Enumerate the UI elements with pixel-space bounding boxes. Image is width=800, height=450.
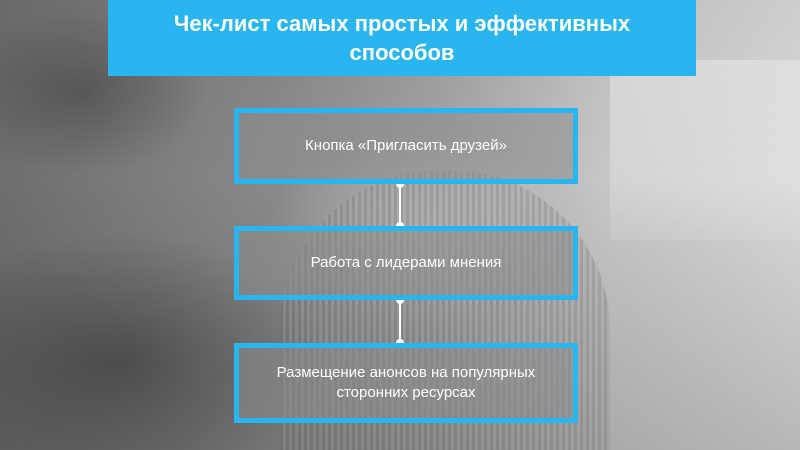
step-box-2: Работа с лидерами мнения bbox=[234, 226, 578, 300]
step-label-1: Кнопка «Пригласить друзей» bbox=[295, 136, 517, 156]
connector-line-2 bbox=[399, 300, 401, 343]
title-bar: Чек-лист самых простых и эффективных спо… bbox=[108, 0, 696, 76]
step-box-1: Кнопка «Пригласить друзей» bbox=[234, 108, 578, 184]
page-title: Чек-лист самых простых и эффективных спо… bbox=[122, 9, 682, 67]
connector-line-1 bbox=[399, 184, 401, 226]
step-label-2: Работа с лидерами мнения bbox=[301, 253, 512, 273]
step-label-3: Размещение анонсов на популярных сторонн… bbox=[239, 363, 573, 403]
step-box-3: Размещение анонсов на популярных сторонн… bbox=[234, 343, 578, 423]
